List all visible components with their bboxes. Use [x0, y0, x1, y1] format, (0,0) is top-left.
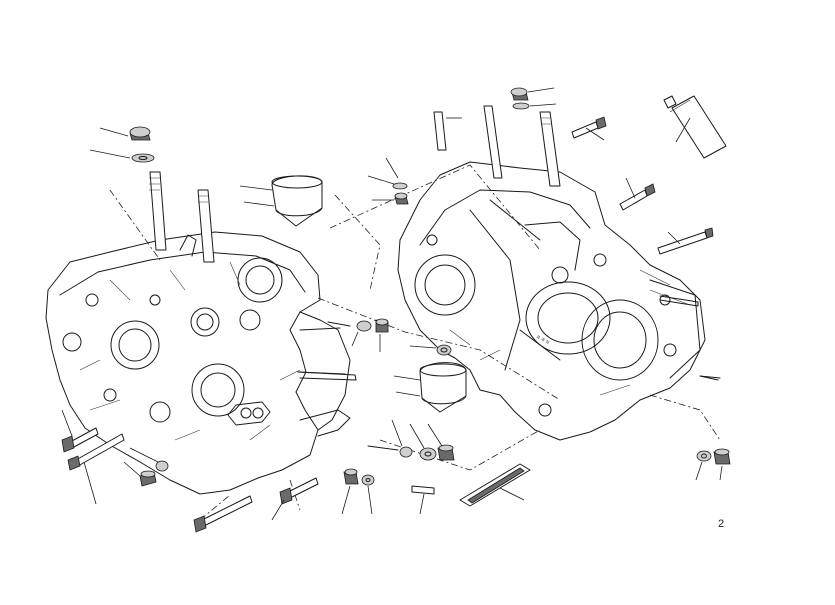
stud-bolts-right: [433, 105, 561, 187]
oil-seal-strip: [459, 463, 531, 507]
flange-nut-top-middle: [510, 87, 557, 110]
main-bearing-right: [393, 362, 467, 413]
stud-bolts-left: [149, 171, 215, 263]
screws-lower-left: [61, 409, 319, 533]
flange-nut-right-case: [367, 157, 409, 205]
nut-washer-right-bottom: [695, 375, 731, 481]
page-number: 2: [718, 518, 725, 530]
nut-washer-lower: [341, 468, 375, 515]
screws-right: [571, 116, 714, 255]
nut-lower-left: [123, 447, 169, 487]
nuts-lower-middle: [367, 419, 455, 461]
flange-nut-mid-left: [327, 318, 389, 352]
main-bearing-left: [239, 175, 323, 227]
left-crankcase-half: [45, 231, 357, 495]
long-studs-right-case: [659, 295, 721, 379]
sealant-tube: [663, 95, 727, 159]
right-crankcase-half: ≡ ≡ ≡: [397, 161, 706, 441]
o-ring-middle: [409, 344, 452, 356]
short-stud-lower: [411, 485, 435, 515]
flange-nut-top-left: [89, 126, 155, 163]
